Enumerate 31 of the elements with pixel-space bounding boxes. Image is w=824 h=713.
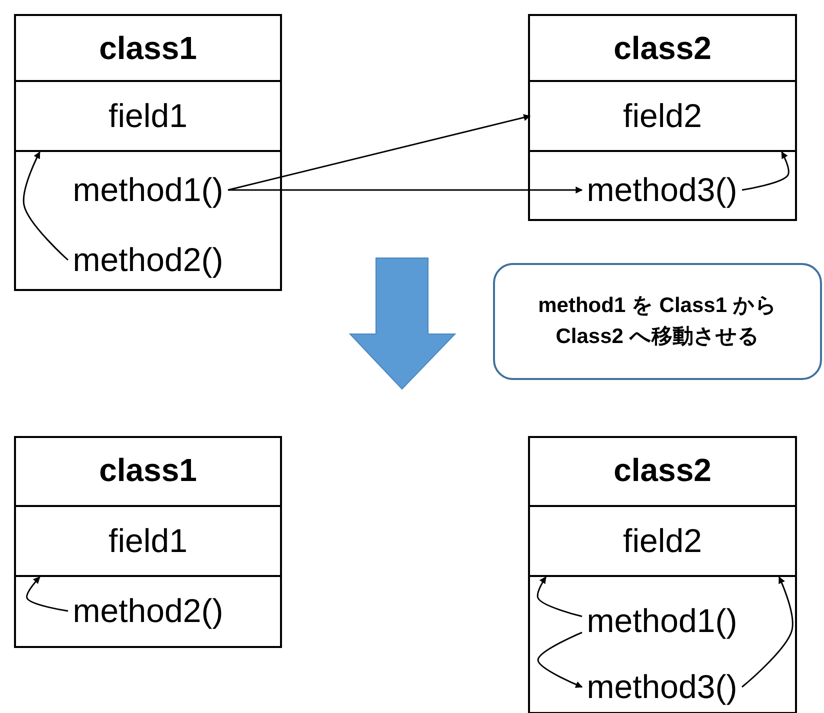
class-member: method3(): [586, 668, 738, 706]
class-name: class2: [614, 30, 712, 67]
class-member: method1(): [586, 602, 738, 640]
class-box: [528, 14, 797, 221]
class-name: class1: [99, 452, 197, 489]
arrow: [537, 632, 583, 688]
class-name: class2: [614, 452, 712, 489]
class-box: [528, 436, 797, 713]
callout-box: method1 を Class1 から Class2 へ移動させる: [493, 263, 822, 380]
field-name: field1: [108, 522, 188, 560]
field-compartment: [530, 80, 795, 152]
class-member: method3(): [586, 171, 738, 209]
arrow: [228, 114, 531, 191]
class-member: method2(): [72, 241, 224, 279]
class-member: method2(): [72, 592, 224, 630]
field-name: field2: [623, 522, 702, 560]
field-compartment: [16, 80, 280, 152]
arrow: [26, 576, 68, 612]
arrow: [536, 576, 582, 618]
class-box: [14, 14, 282, 291]
class-box: [14, 436, 282, 648]
class-name: class1: [99, 30, 197, 67]
arrow: [228, 186, 583, 194]
class-member: method1(): [72, 171, 224, 209]
arrow: [22, 151, 68, 261]
field-compartment: [16, 505, 280, 577]
field-name: field2: [623, 97, 702, 135]
arrow: [742, 151, 790, 191]
field-name: field1: [108, 97, 188, 135]
field-compartment: [530, 505, 795, 577]
arrow: [742, 576, 794, 688]
